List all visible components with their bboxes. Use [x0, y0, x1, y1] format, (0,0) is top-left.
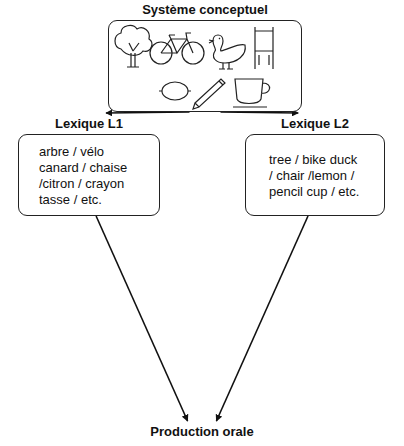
- word-list: tree / bike duck / chair /lemon / pencil…: [269, 152, 361, 200]
- lexicon-box: Lexique L2 tree / bike duck / chair /lemo…: [245, 116, 385, 216]
- arrow-connector: [221, 112, 299, 113]
- lexicon-box: Lexique L1 arbre / vélo canard / chaise /…: [18, 116, 160, 216]
- box-outline: tree / bike duck / chair /lemon / pencil…: [245, 134, 385, 216]
- word-list: arbre / vélo canard / chaise /citron / c…: [39, 144, 139, 208]
- box-heading: Système conceptuel: [108, 2, 302, 18]
- concept-box: Système conceptuel: [108, 2, 302, 112]
- box-heading: Lexique L1: [18, 116, 160, 132]
- box-outline: [108, 20, 302, 112]
- arrow-connector: [106, 112, 189, 113]
- arrow-connector: [216, 216, 308, 421]
- object-illustrations: [109, 21, 301, 111]
- box-heading: Production orale: [112, 424, 292, 440]
- box-outline: arbre / vélo canard / chaise /citron / c…: [18, 134, 160, 216]
- arrow-connector: [96, 216, 188, 421]
- output-label: Production orale: [112, 424, 292, 440]
- box-heading: Lexique L2: [245, 116, 385, 132]
